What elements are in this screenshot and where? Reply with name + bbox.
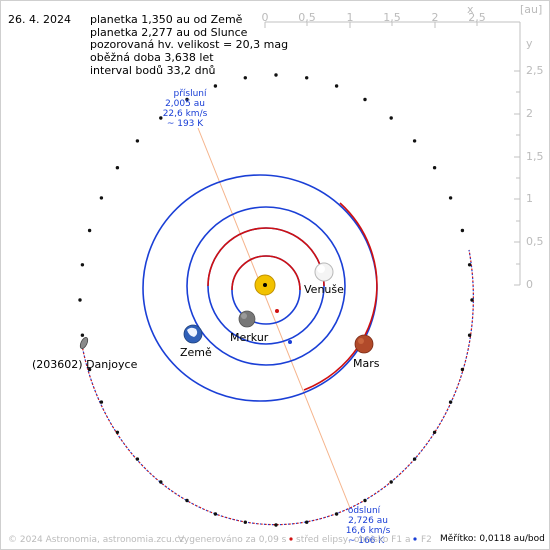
orbit-position-dot bbox=[99, 196, 104, 200]
ellipse-center-marker bbox=[275, 309, 279, 313]
mars-label: Mars bbox=[353, 357, 380, 370]
venus-label: Venuše bbox=[304, 283, 344, 296]
x-tick-label: 0 bbox=[261, 11, 269, 24]
asteroid-label: (203602) Danjoyce bbox=[32, 358, 138, 371]
orbit-position-dot bbox=[305, 520, 309, 524]
date-label: 26. 4. 2024 bbox=[8, 13, 71, 26]
orbit-position-dot bbox=[389, 116, 393, 120]
y-tick-label: 0,5 bbox=[526, 235, 544, 248]
mercury-icon bbox=[238, 310, 256, 328]
x-tick-label: 1,5 bbox=[383, 11, 401, 24]
orbit-position-dot bbox=[467, 263, 472, 267]
info-period: oběžná doba 3,638 let bbox=[90, 51, 214, 64]
orbit-position-dot bbox=[432, 166, 437, 170]
perihelion-temperature: ~ 193 K bbox=[166, 119, 204, 129]
orbit-position-dot bbox=[305, 76, 309, 80]
orbit-position-dot bbox=[135, 457, 140, 461]
asteroid-icon bbox=[79, 337, 89, 349]
legend-f2-text: F2 bbox=[421, 535, 432, 545]
mars-icon bbox=[354, 334, 374, 354]
x-tick-label: 1 bbox=[346, 11, 354, 24]
asteroid-orbit-north bbox=[81, 249, 474, 526]
orbit-position-dot bbox=[460, 367, 465, 372]
sun-icon bbox=[254, 274, 276, 296]
scale-label: Měřítko: 0,0118 au/bod bbox=[440, 534, 545, 544]
y-tick-label: 0 bbox=[526, 278, 533, 291]
focus-f2-marker bbox=[288, 340, 292, 344]
orbit-position-dot bbox=[432, 430, 437, 434]
mercury-orbit-north-arc bbox=[231, 255, 301, 291]
x-axis-label: x bbox=[467, 3, 474, 16]
orbit-position-dot bbox=[185, 498, 189, 503]
legend-f2-dot bbox=[413, 537, 417, 541]
orbit-position-dot bbox=[470, 298, 474, 302]
earth-label: Země bbox=[180, 346, 212, 359]
perihelion-title: přísluní bbox=[173, 89, 207, 99]
y-tick-label: 1 bbox=[526, 192, 533, 205]
orbit-position-dot bbox=[389, 480, 393, 484]
orbit-position-dot bbox=[80, 333, 85, 337]
y-axis-label: y bbox=[526, 37, 533, 50]
earth-icon bbox=[183, 324, 203, 344]
orbit-position-dot bbox=[334, 84, 339, 88]
aphelion-temperature: ~ 166 K bbox=[347, 536, 385, 546]
orbit-position-dot bbox=[185, 97, 189, 102]
orbit-position-dot bbox=[363, 498, 367, 503]
orbit-position-dot bbox=[460, 228, 465, 233]
orbit-position-dot bbox=[159, 480, 163, 484]
orbit-position-dot bbox=[115, 430, 120, 434]
y-axis bbox=[514, 22, 521, 286]
orbit-position-dot bbox=[78, 298, 82, 302]
orbit-position-dot bbox=[243, 520, 247, 524]
orbit-position-dot bbox=[115, 166, 120, 170]
venus-orbit-north-arc bbox=[207, 227, 325, 287]
orbit-position-dot bbox=[87, 228, 92, 233]
y-tick-label: 2 bbox=[526, 107, 533, 120]
orbit-position-dot bbox=[274, 523, 278, 527]
legend-center-text: střed elipsy, ohnisko F1 a bbox=[296, 535, 411, 545]
mars-orbit-north-arc bbox=[303, 202, 378, 391]
orbit-position-dot bbox=[87, 367, 92, 372]
orbit-position-dot bbox=[80, 263, 85, 267]
info-point-interval: interval bodů 33,2 dnů bbox=[90, 64, 216, 77]
unit-label: [au] bbox=[520, 3, 543, 16]
mercury-label: Merkur bbox=[230, 331, 269, 344]
asteroid-position-markers bbox=[78, 73, 474, 527]
info-earth-distance: planetka 1,350 au od Země bbox=[90, 13, 243, 26]
earth-orbit bbox=[186, 206, 346, 366]
orbit-position-dot bbox=[467, 333, 472, 337]
orbit-position-dot bbox=[274, 73, 278, 77]
orbit-position-dot bbox=[412, 457, 417, 461]
orbit-position-dot bbox=[334, 512, 339, 516]
orbit-position-dot bbox=[448, 400, 453, 404]
copyright-text: © 2024 Astronomia, astronomia.zcu.cz bbox=[8, 535, 185, 545]
orbit-position-dot bbox=[213, 512, 218, 516]
apsis-line bbox=[197, 127, 351, 509]
x-tick-label: 2,5 bbox=[468, 11, 486, 24]
orbit-position-dot bbox=[135, 139, 140, 143]
orbit-position-dot bbox=[363, 97, 367, 102]
asteroid-orbit-south bbox=[81, 249, 474, 526]
info-sun-distance: planetka 2,277 au od Slunce bbox=[90, 26, 248, 39]
y-tick-label: 2,5 bbox=[526, 64, 544, 77]
info-magnitude: pozorovaná hv. velikost = 20,3 mag bbox=[90, 38, 289, 51]
x-tick-label: 0,5 bbox=[298, 11, 316, 24]
generated-time: Vygenerováno za 0,09 s bbox=[178, 535, 287, 545]
legend-center-dot bbox=[289, 537, 293, 541]
orbit-position-dot bbox=[159, 116, 163, 120]
x-tick-label: 2 bbox=[431, 11, 439, 24]
venus-icon bbox=[314, 262, 334, 282]
perihelion-distance: 2,005 au bbox=[165, 99, 205, 109]
aphelion-distance: 2,726 au bbox=[348, 516, 388, 526]
perihelion-speed: 22,6 km/s bbox=[162, 109, 208, 119]
orbit-position-dot bbox=[99, 400, 104, 404]
aphelion-speed: 16,6 km/s bbox=[345, 526, 391, 536]
orbit-position-dot bbox=[448, 196, 453, 200]
orbit-position-dot bbox=[243, 76, 247, 80]
y-tick-label: 1,5 bbox=[526, 150, 544, 163]
orbit-position-dot bbox=[412, 139, 417, 143]
orbit-position-dot bbox=[213, 84, 218, 88]
aphelion-title: odsluní bbox=[347, 506, 381, 516]
